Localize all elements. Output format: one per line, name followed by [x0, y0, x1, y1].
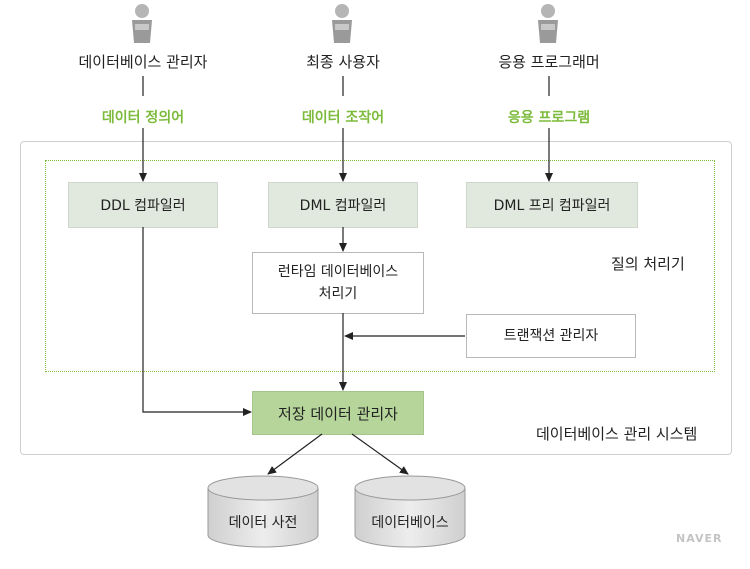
runtime-db-processor: 런타임 데이터베이스 처리기: [252, 252, 424, 314]
role-programmer-label: 응용 프로그래머: [498, 53, 600, 71]
query-processor-label: 질의 처리기: [611, 255, 685, 273]
dml-precompiler-label: DML 프리 컴파일러: [493, 198, 611, 214]
dbms-label: 데이터베이스 관리 시스템: [536, 425, 698, 443]
data-dictionary-cylinder: [207, 475, 319, 548]
language-ddl-label: 데이터 정의어: [101, 110, 185, 126]
language-dml-label: 데이터 조작어: [301, 110, 385, 126]
database-label: 데이터베이스: [371, 515, 449, 531]
transaction-manager-label: 트랜잭션 관리자: [503, 327, 599, 344]
language-app-label: 응용 프로그램: [507, 110, 591, 126]
arrow-ddl-to-storage: [142, 227, 252, 416]
user-icon: [132, 4, 152, 43]
user-icon: [538, 4, 558, 43]
storage-data-manager: 저장 데이터 관리자: [252, 391, 424, 435]
naver-watermark: NAVER: [676, 532, 723, 545]
data-dictionary-label: 데이터 사전: [228, 515, 298, 531]
dml-precompiler: DML 프리 컴파일러: [466, 182, 638, 228]
runtime-processor-label-line1: 런타임 데이터베이스: [277, 263, 399, 280]
role-end-user-label: 최종 사용자: [306, 53, 380, 71]
arrow-storage-to-dictionary: [267, 433, 323, 475]
transaction-manager: 트랜잭션 관리자: [466, 314, 636, 358]
storage-manager-label: 저장 데이터 관리자: [278, 404, 398, 423]
database-cylinder: [354, 475, 466, 548]
ddl-compiler-label: DDL 컴파일러: [100, 198, 186, 214]
query-processor-boundary: [45, 160, 715, 372]
user-icon: [332, 4, 352, 43]
dml-compiler-label: DML 컴파일러: [299, 198, 387, 214]
runtime-processor-label-line2: 처리기: [318, 286, 358, 302]
role-dba-label: 데이터베이스 관리자: [78, 53, 208, 71]
arrow-storage-to-database: [351, 433, 409, 475]
